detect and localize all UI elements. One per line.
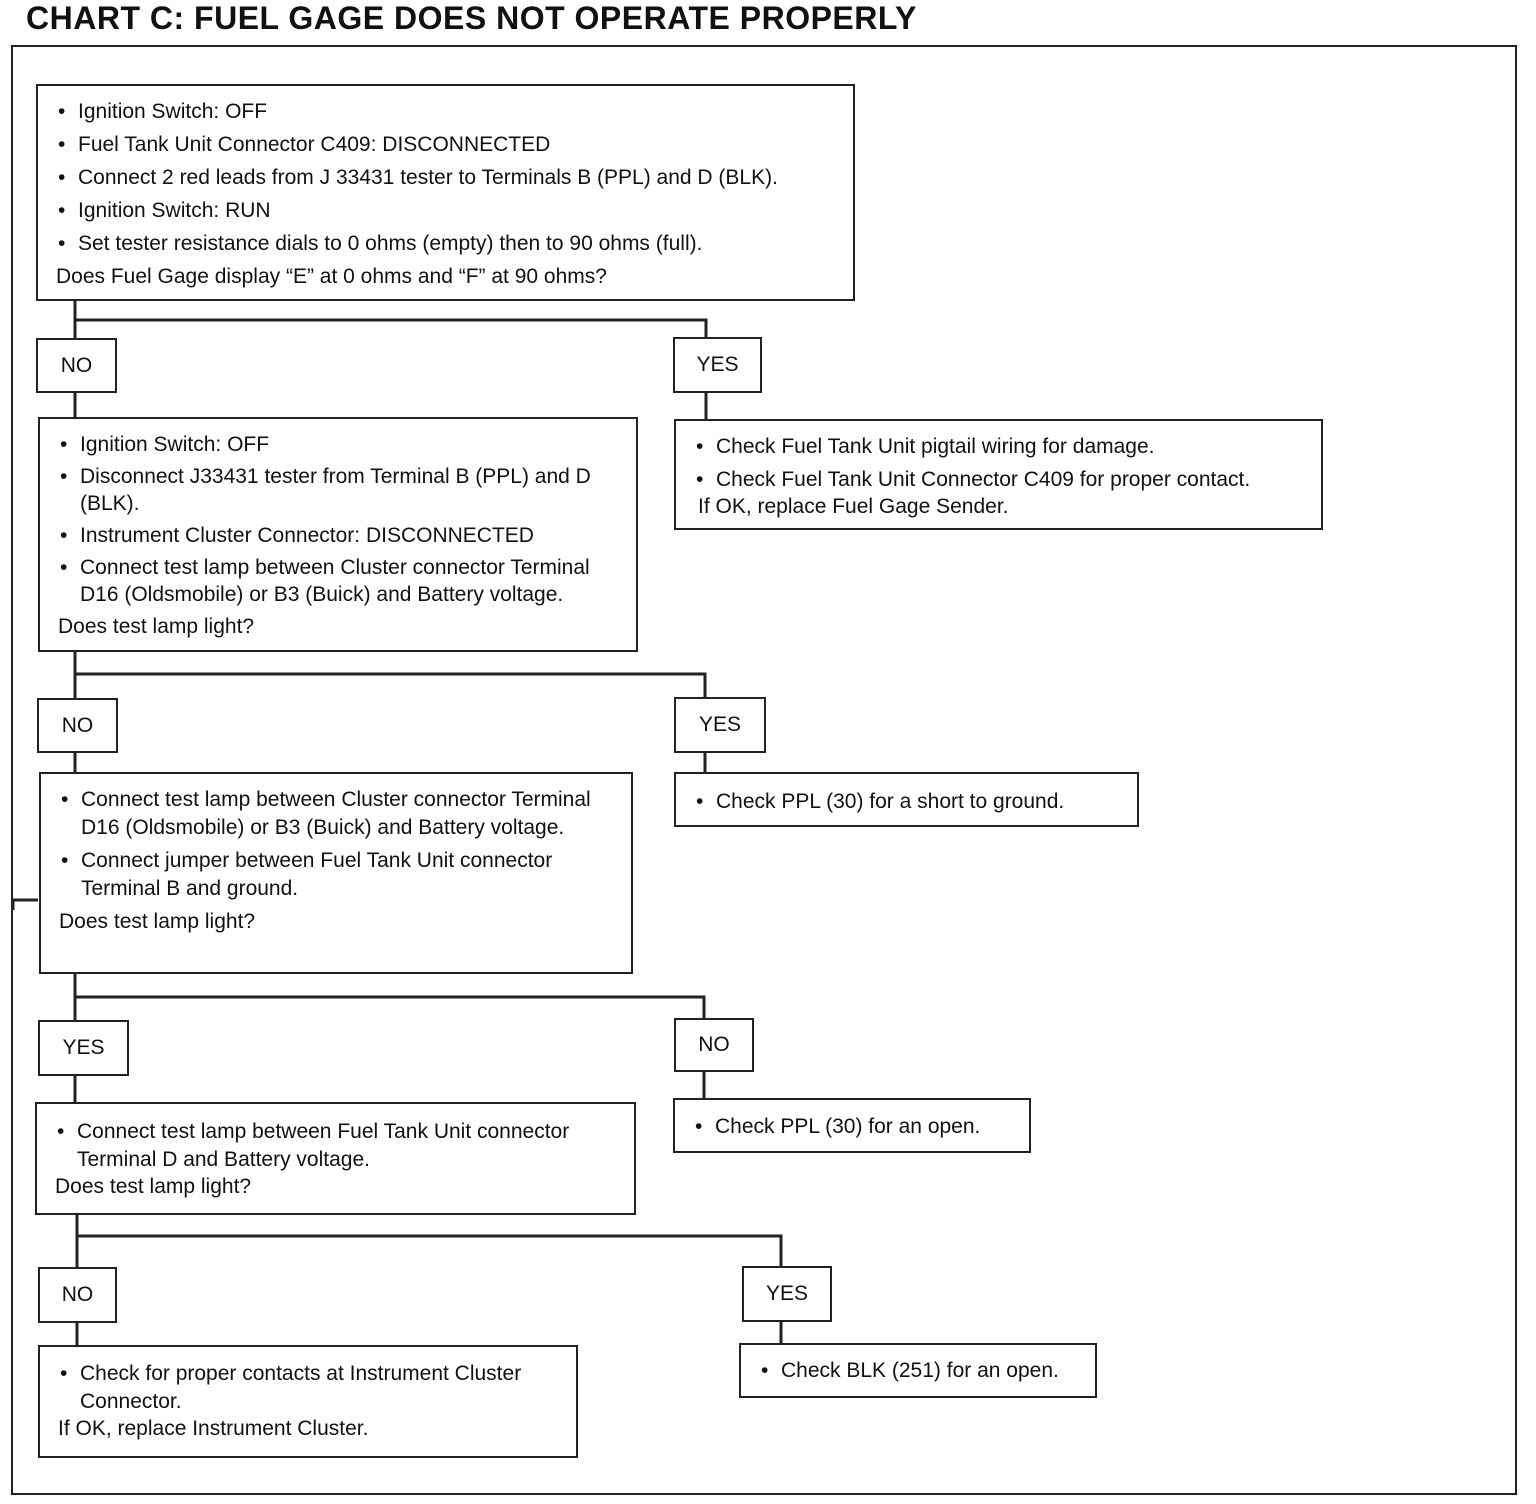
step1-item: Ignition Switch: RUN <box>56 197 835 225</box>
step3-question: Does test lamp light? <box>59 910 256 933</box>
step1-box: Ignition Switch: OFF Fuel Tank Unit Conn… <box>36 84 855 301</box>
step1-yes-item: Check Fuel Tank Unit pigtail wiring for … <box>694 433 1303 461</box>
branch1-yes-label: YES <box>673 337 762 393</box>
step1-item: Fuel Tank Unit Connector C409: DISCONNEC… <box>56 131 835 159</box>
step1-yes-box: Check Fuel Tank Unit pigtail wiring for … <box>674 419 1323 530</box>
chart-title: CHART C: FUEL GAGE DOES NOT OPERATE PROP… <box>26 0 917 36</box>
step4-box: Connect test lamp between Fuel Tank Unit… <box>35 1102 636 1215</box>
step4-question: Does test lamp light? <box>55 1175 252 1198</box>
step2-yes-item: Check PPL (30) for a short to ground. <box>694 788 1119 816</box>
branch2-no-label: NO <box>37 698 118 753</box>
branch1-no-label: NO <box>36 338 117 393</box>
step3-box: Connect test lamp between Cluster connec… <box>39 772 633 974</box>
step2-item: Disconnect J33431 tester from Terminal B… <box>58 463 618 517</box>
step2-question: Does test lamp light? <box>58 615 255 638</box>
branch3-no-label: NO <box>674 1018 754 1072</box>
branch3-yes-label: YES <box>38 1020 129 1076</box>
step1-yes-item: Check Fuel Tank Unit Connector C409 for … <box>694 466 1303 494</box>
step2-item: Instrument Cluster Connector: DISCONNECT… <box>58 522 618 549</box>
step4-yes-box: Check BLK (251) for an open. <box>739 1343 1097 1398</box>
step2-box: Ignition Switch: OFF Disconnect J33431 t… <box>38 417 638 652</box>
step3-no-item: Check PPL (30) for an open. <box>693 1113 1011 1141</box>
step4-no-item: Check for proper contacts at Instrument … <box>58 1360 558 1416</box>
step2-item: Ignition Switch: OFF <box>58 431 618 458</box>
branch2-yes-label: YES <box>674 697 766 753</box>
step1-question: Does Fuel Gage display “E” at 0 ohms and… <box>56 265 607 288</box>
chart-frame <box>11 45 1517 1495</box>
step3-item: Connect test lamp between Cluster connec… <box>59 786 613 842</box>
step4-no-box: Check for proper contacts at Instrument … <box>38 1345 578 1458</box>
step4-item: Connect test lamp between Fuel Tank Unit… <box>55 1118 616 1174</box>
step2-yes-box: Check PPL (30) for a short to ground. <box>674 772 1139 827</box>
branch4-yes-label: YES <box>742 1266 832 1322</box>
step3-item: Connect jumper between Fuel Tank Unit co… <box>59 847 613 903</box>
step1-item: Connect 2 red leads from J 33431 tester … <box>56 164 835 192</box>
step4-yes-item: Check BLK (251) for an open. <box>759 1357 1077 1385</box>
step4-no-note: If OK, replace Instrument Cluster. <box>58 1417 369 1440</box>
step3-no-box: Check PPL (30) for an open. <box>673 1098 1031 1153</box>
step1-yes-note: If OK, replace Fuel Gage Sender. <box>698 495 1009 518</box>
step1-item: Set tester resistance dials to 0 ohms (e… <box>56 230 835 258</box>
step2-item: Connect test lamp between Cluster connec… <box>58 554 618 608</box>
branch4-no-label: NO <box>38 1267 117 1323</box>
step1-item: Ignition Switch: OFF <box>56 98 835 126</box>
